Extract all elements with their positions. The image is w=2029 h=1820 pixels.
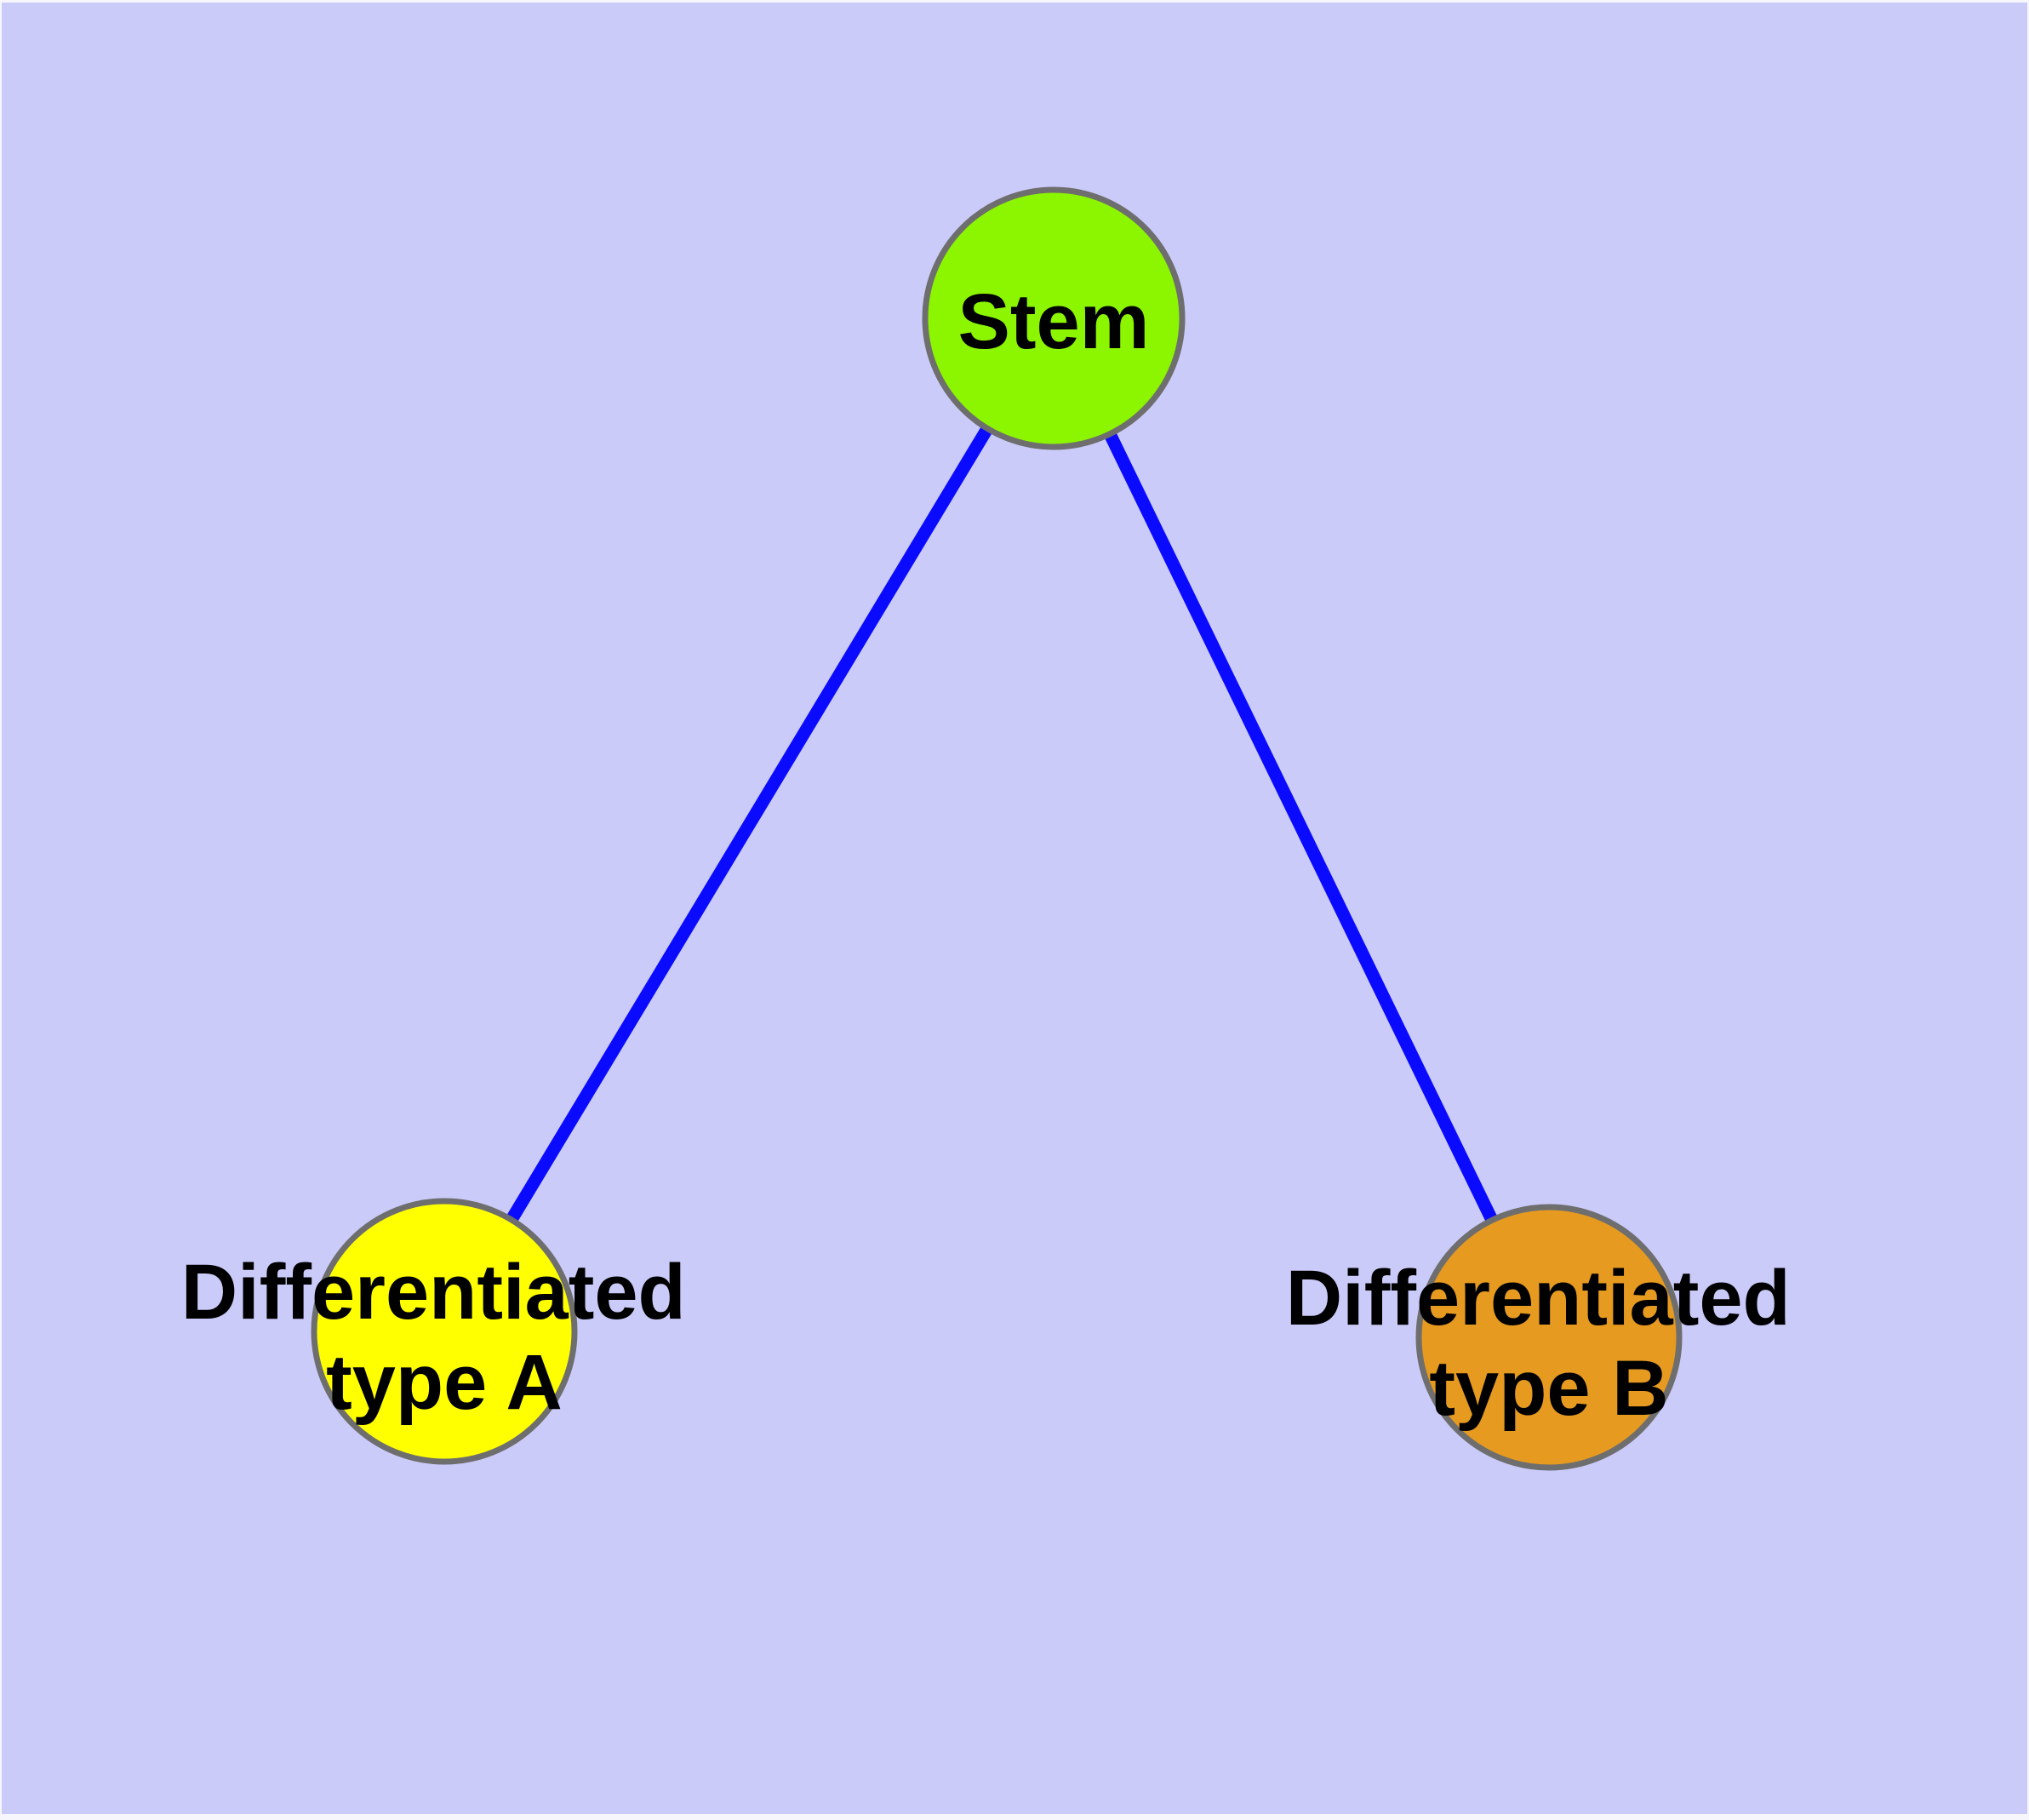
node-differentiated-type-b-label-line2: type B xyxy=(1429,1345,1668,1432)
node-differentiated-type-a-circle xyxy=(311,1198,578,1465)
node-differentiated-type-b-label: Differentiated type B xyxy=(1286,1255,1813,1432)
node-differentiated-type-b-circle xyxy=(1415,1204,1683,1471)
node-differentiated-type-a-label-line2: type A xyxy=(326,1339,563,1426)
edge-stem-to-type-a xyxy=(438,315,1060,1335)
node-differentiated-type-a-label: Differentiated type A xyxy=(181,1249,708,1426)
node-stem-label: Stem xyxy=(958,278,1150,365)
node-differentiated-type-a-label-line1: Differentiated xyxy=(181,1249,686,1336)
edge-stem-to-type-b xyxy=(1048,315,1555,1341)
node-stem-circle xyxy=(922,186,1186,450)
node-differentiated-type-b-label-line1: Differentiated xyxy=(1286,1255,1791,1342)
